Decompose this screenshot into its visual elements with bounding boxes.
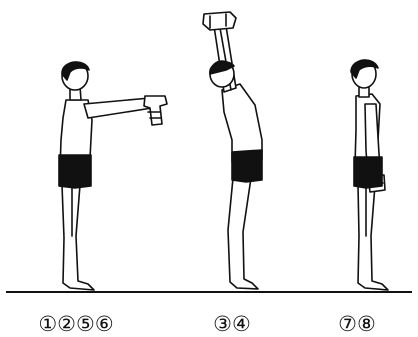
step-label-figure-3: ⑦⑧ [338, 312, 376, 336]
figure2-legs [228, 178, 258, 289]
figure-arms-down [351, 60, 388, 290]
figure-arms-raised [203, 12, 262, 289]
figure1-arm [84, 98, 152, 118]
figure1-legs [62, 185, 94, 290]
figure1-dumbbells [144, 96, 167, 125]
figure1-shorts [59, 155, 91, 188]
step-label-figure-1: ①②⑤⑥ [38, 312, 113, 336]
step-label-figure-2: ③④ [213, 312, 251, 336]
figure3-shorts [354, 157, 382, 188]
figure-arms-forward [59, 62, 167, 290]
figure2-dumbbells [203, 12, 236, 30]
figure3-legs [358, 185, 388, 290]
figure2-shorts [232, 150, 262, 182]
